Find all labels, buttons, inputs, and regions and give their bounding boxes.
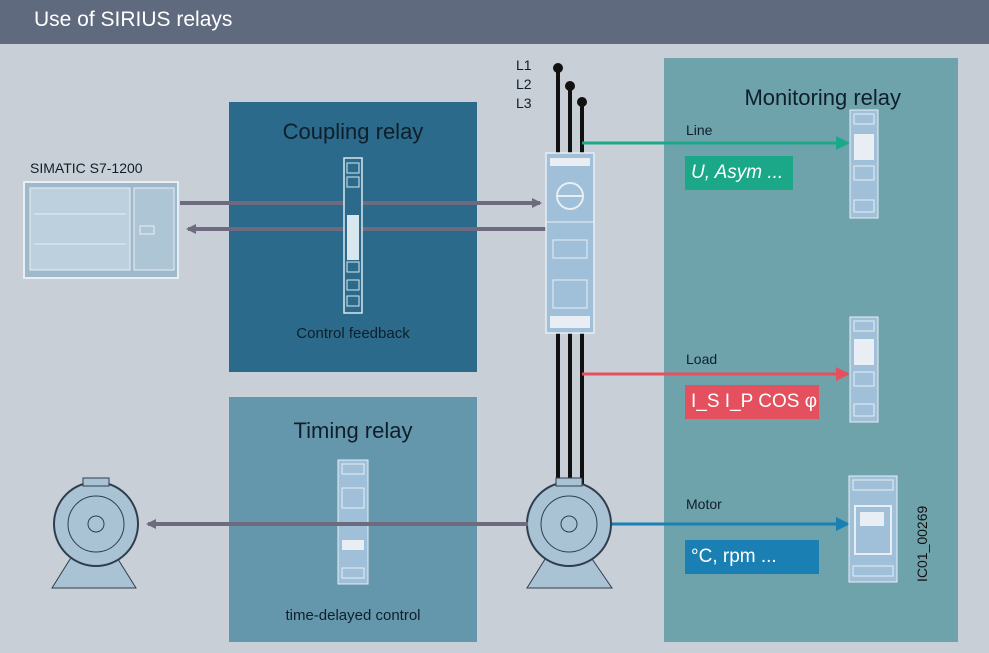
- page-title: Use of SIRIUS relays: [34, 8, 233, 31]
- load-value-box: I_S I_P COS φ: [685, 385, 819, 419]
- header-bar: Use of SIRIUS relays: [0, 0, 989, 44]
- coupling-relay-caption: Control feedback: [296, 325, 410, 342]
- figure-id: IC01_00269: [914, 505, 930, 582]
- timing-relay-title: Timing relay: [293, 418, 413, 443]
- motor-value-box: °C, rpm ...: [685, 540, 819, 574]
- line-value-box: U, Asym ...: [685, 156, 793, 190]
- driven-motor-icon: [51, 477, 139, 589]
- phase-label-l1: L1: [516, 57, 532, 73]
- monitoring-relay-title: Monitoring relay: [744, 85, 901, 110]
- load-label: Load: [686, 351, 718, 367]
- phase-label-l2: L2: [516, 76, 532, 92]
- phase-label-l3: L3: [516, 95, 532, 111]
- motor-starter-icon: [545, 152, 595, 334]
- coupling-relay-title: Coupling relay: [282, 119, 424, 144]
- plc-device-icon: [23, 181, 179, 279]
- motor-monitoring-relay-icon: [848, 475, 898, 583]
- line-monitoring-relay-icon: [849, 109, 879, 219]
- plc-label: SIMATIC S7-1200: [30, 160, 143, 176]
- load-monitoring-relay-icon: [849, 316, 879, 423]
- coupling-relay-device-icon: [343, 157, 363, 314]
- timing-relay-caption: time-delayed control: [285, 607, 421, 624]
- line-label: Line: [686, 122, 713, 138]
- motor-icon: [526, 477, 613, 589]
- motor-label: Motor: [686, 496, 722, 512]
